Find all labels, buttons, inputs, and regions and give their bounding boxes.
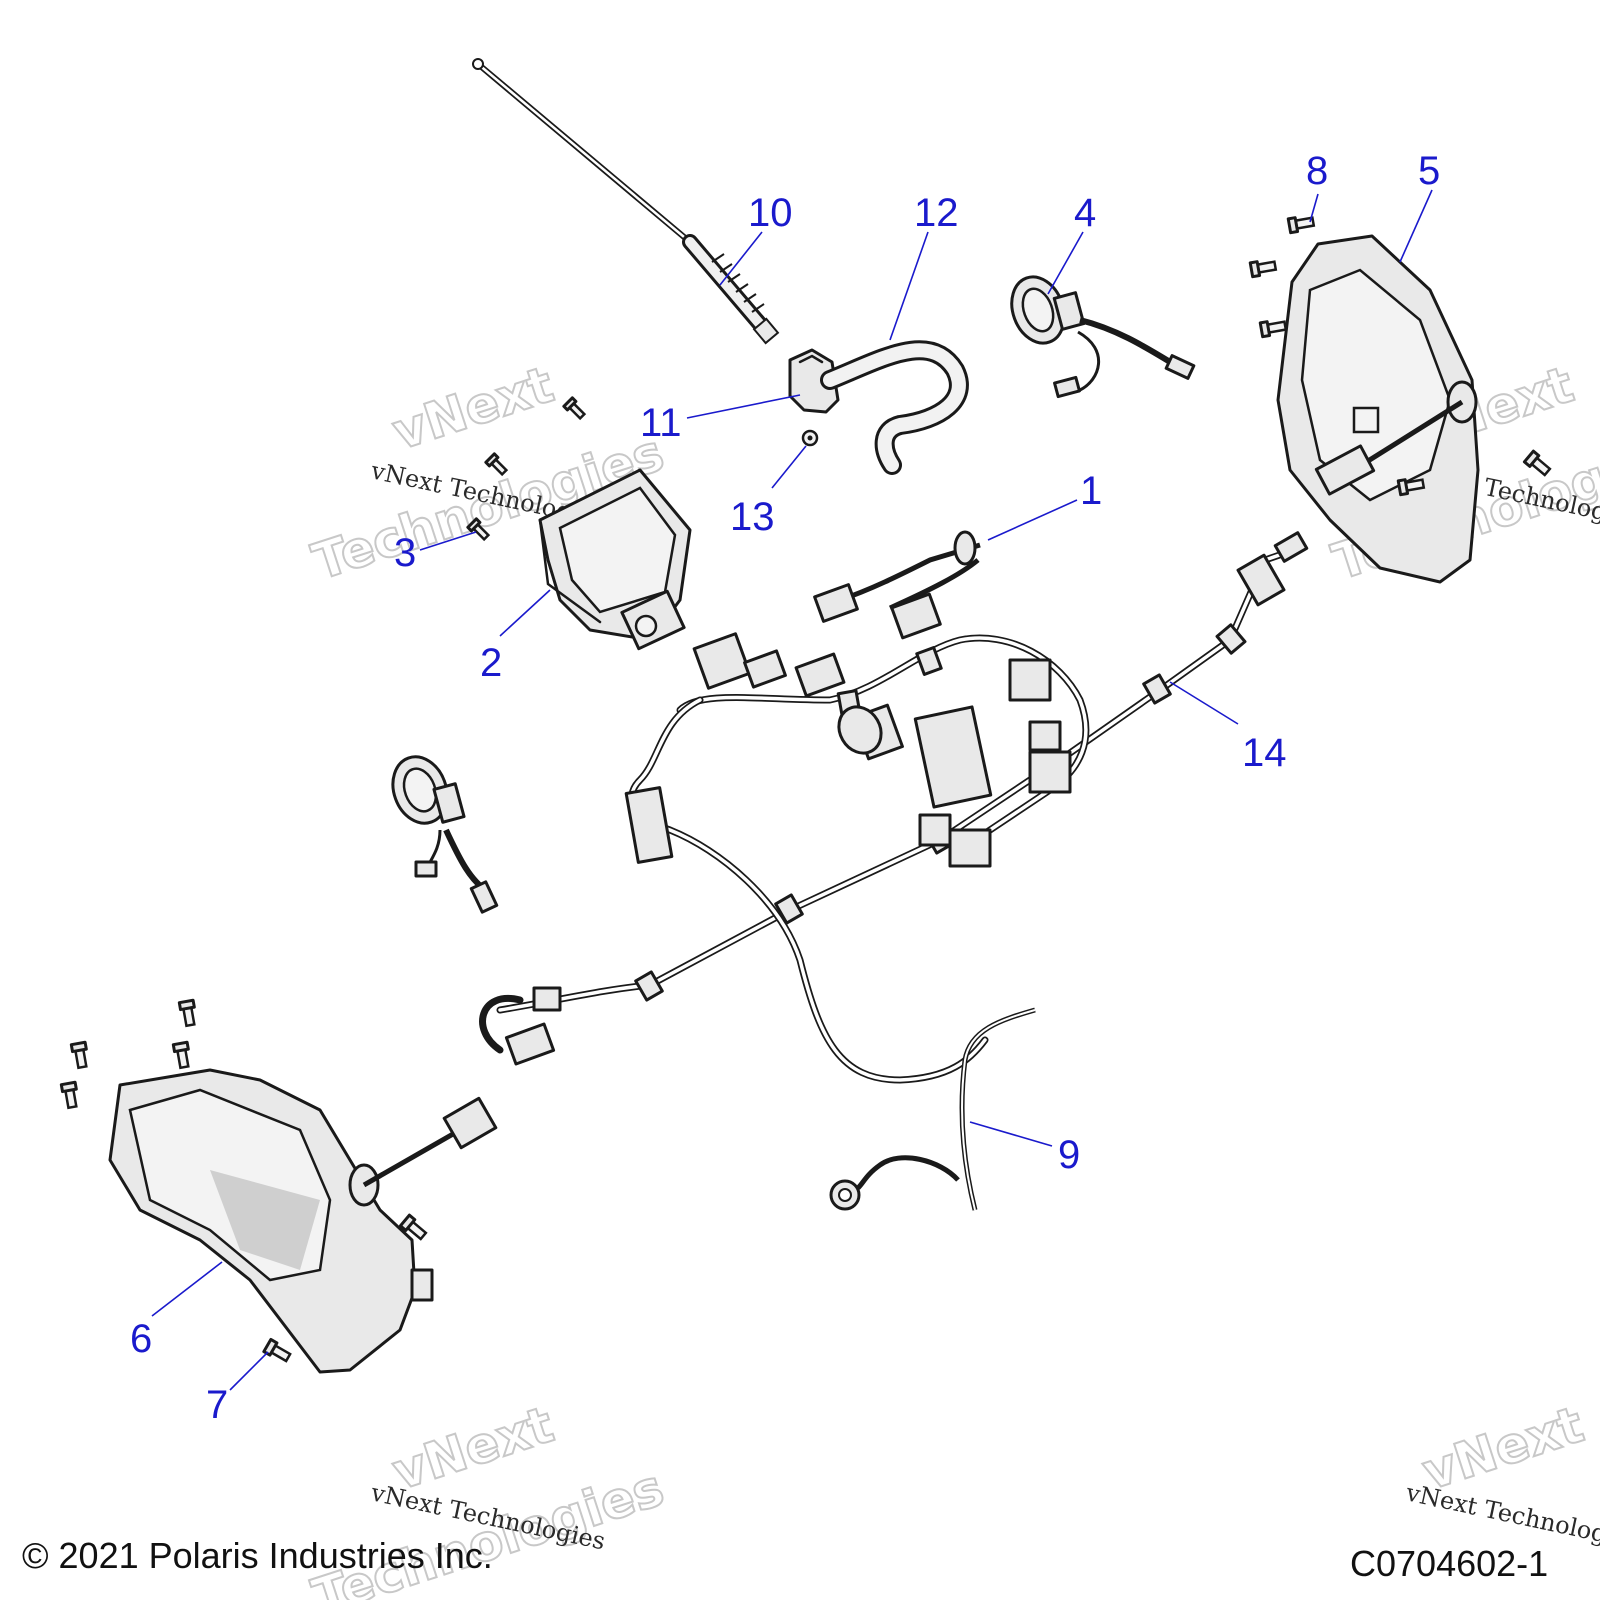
callout-12: 12: [914, 191, 959, 235]
callout-14: 14: [1242, 731, 1287, 775]
nut-part: [801, 429, 819, 447]
callout-13: 13: [730, 495, 775, 539]
antenna-mount-part: [788, 348, 840, 414]
callout-labels: 10 12 4 5 8 11 13 3 2 1 14 9 6 7: [130, 149, 1440, 1427]
callout-8: 8: [1306, 149, 1328, 193]
callout-4: 4: [1074, 191, 1096, 235]
callout-3: 3: [394, 531, 416, 575]
drawing-number: C0704602-1: [1350, 1543, 1548, 1584]
upper-switch-part: [1010, 275, 1196, 399]
screw-8-group: [1248, 216, 1552, 497]
sensor-pigtail-part: [813, 530, 981, 640]
watermark-big-1: vNext: [386, 355, 560, 461]
left-headlight-part: [108, 1068, 498, 1374]
callout-2: 2: [480, 641, 502, 685]
ground-wire-part: [829, 1007, 1036, 1211]
callout-1: 1: [1080, 469, 1102, 513]
lower-switch-part: [391, 755, 499, 914]
antenna-part: [472, 58, 780, 345]
callout-9: 9: [1058, 1133, 1080, 1177]
screw-3-group: [466, 396, 587, 542]
main-harness-part: [479, 531, 1309, 1084]
callout-11: 11: [640, 401, 682, 445]
callout-10: 10: [748, 191, 793, 235]
display-unit-part: [538, 468, 692, 651]
watermark-bottom-right: vNext vNext Technologies: [1403, 1394, 1600, 1555]
antenna-cable-part: [820, 340, 969, 475]
callout-5: 5: [1418, 149, 1440, 193]
callout-7: 7: [206, 1383, 228, 1427]
leader-lines: [151, 189, 1433, 1391]
screw-7-group: [59, 998, 428, 1363]
copyright-notice: © 2021 Polaris Industries Inc.: [22, 1535, 493, 1576]
right-headlight-part: [1276, 234, 1480, 584]
callout-6: 6: [130, 1317, 152, 1361]
